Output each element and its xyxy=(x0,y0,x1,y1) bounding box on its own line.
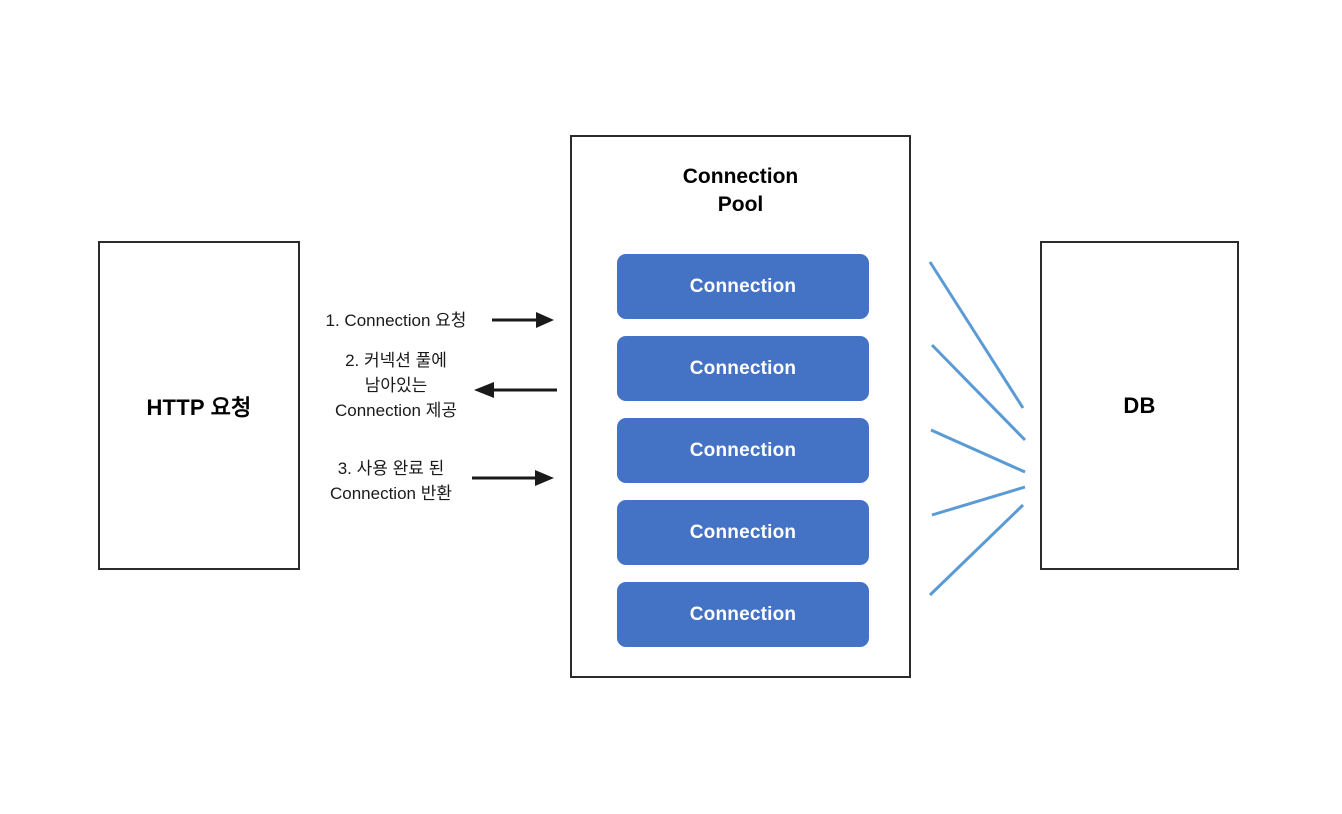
node-http-request[interactable]: HTTP 요청 xyxy=(98,241,300,570)
connection-item-label: Connection xyxy=(689,357,797,379)
connection-item-label: Connection xyxy=(689,603,797,625)
pool-to-db-line-1 xyxy=(928,261,1025,409)
node-http-request-label: HTTP 요청 xyxy=(146,394,252,420)
flow-arrow-3-right xyxy=(472,470,554,486)
flow-label-1: 1. Connection 요청 xyxy=(325,311,467,330)
connection-item-label: Connection xyxy=(689,275,797,297)
connection-item-label: Connection xyxy=(689,439,797,461)
flow-arrow-1-right xyxy=(492,312,554,328)
node-database-label: DB xyxy=(1123,392,1156,418)
pool-to-db-line-3 xyxy=(930,428,1026,474)
pool-to-db-line-5 xyxy=(928,503,1025,597)
connection-item[interactable]: Connection xyxy=(617,582,869,647)
flow-arrow-2-left xyxy=(474,382,557,398)
connection-item[interactable]: Connection xyxy=(617,254,869,319)
node-database[interactable]: DB xyxy=(1040,241,1239,570)
flow-label-2: 2. 커넥션 풀에 남아있는 Connection 제공 xyxy=(334,351,457,421)
connection-item-label: Connection xyxy=(689,521,797,543)
connection-item[interactable]: Connection xyxy=(617,336,869,401)
connection-item[interactable]: Connection xyxy=(617,500,869,565)
pool-to-db-connector-lines xyxy=(928,261,1027,597)
pool-to-db-line-4 xyxy=(931,485,1026,517)
connection-pool-title: Connection Pool xyxy=(682,165,799,216)
pool-to-db-line-2 xyxy=(930,343,1027,442)
connection-item[interactable]: Connection xyxy=(617,418,869,483)
flow-label-3: 3. 사용 완료 된 Connection 반환 xyxy=(329,459,452,504)
